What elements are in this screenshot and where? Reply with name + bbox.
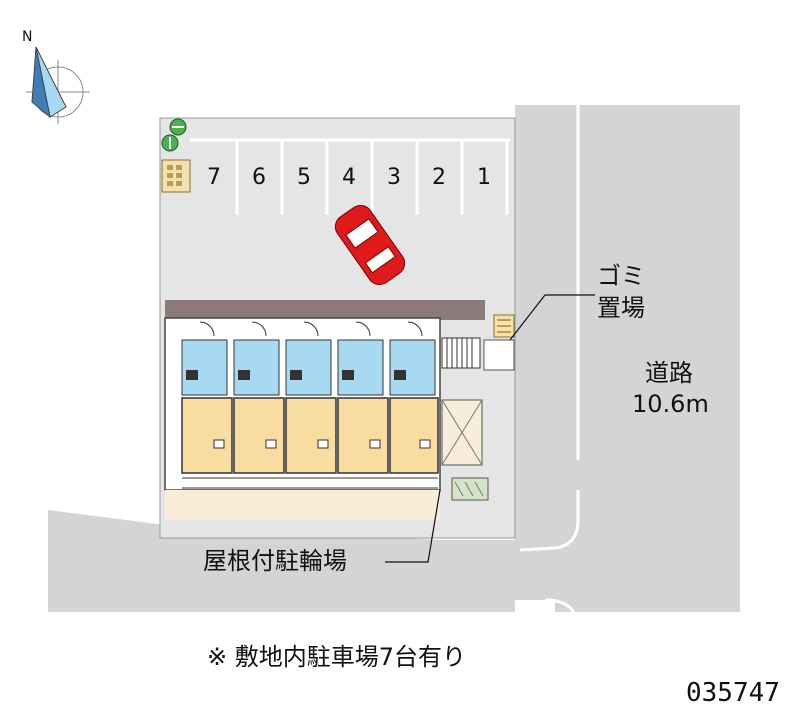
bicycle-leader-line <box>385 489 441 563</box>
parking-slot-3: 3 <box>387 165 401 190</box>
mailbox-icon <box>161 159 191 193</box>
parking-slot-5: 5 <box>297 165 311 190</box>
road-area <box>515 105 740 612</box>
parking-slot-1: 1 <box>477 165 491 190</box>
car-icon <box>334 204 406 286</box>
road-label: 道路 <box>645 359 693 387</box>
parking-slot-6: 6 <box>252 165 266 190</box>
road-marking-curve <box>519 490 580 552</box>
road-marking-curve-2 <box>544 598 580 680</box>
apartment-units <box>181 321 439 489</box>
road-width-label: 10.6m <box>632 390 709 418</box>
garbage-label-line2: 置場 <box>597 294 645 322</box>
property-code: 035747 <box>686 678 780 708</box>
bicycle-parking <box>441 399 489 501</box>
garbage-area <box>483 314 515 371</box>
garbage-label-line1: ゴミ <box>597 262 645 290</box>
parking-note: ※ 敷地内駐車場7台有り <box>207 643 467 671</box>
bicycle-parking-label: 屋根付駐輪場 <box>203 547 347 575</box>
parking-slot-2: 2 <box>432 165 446 190</box>
garbage-leader-line <box>509 294 595 341</box>
compass-north-label: N <box>22 29 33 45</box>
building-wall <box>165 300 485 320</box>
plant-icon <box>161 118 187 152</box>
parking-lines <box>190 138 510 215</box>
bike-canopy <box>165 490 440 520</box>
compass-icon <box>26 46 90 124</box>
parking-slot-4: 4 <box>342 165 356 190</box>
stairs <box>441 337 481 369</box>
parking-slot-7: 7 <box>207 165 221 190</box>
